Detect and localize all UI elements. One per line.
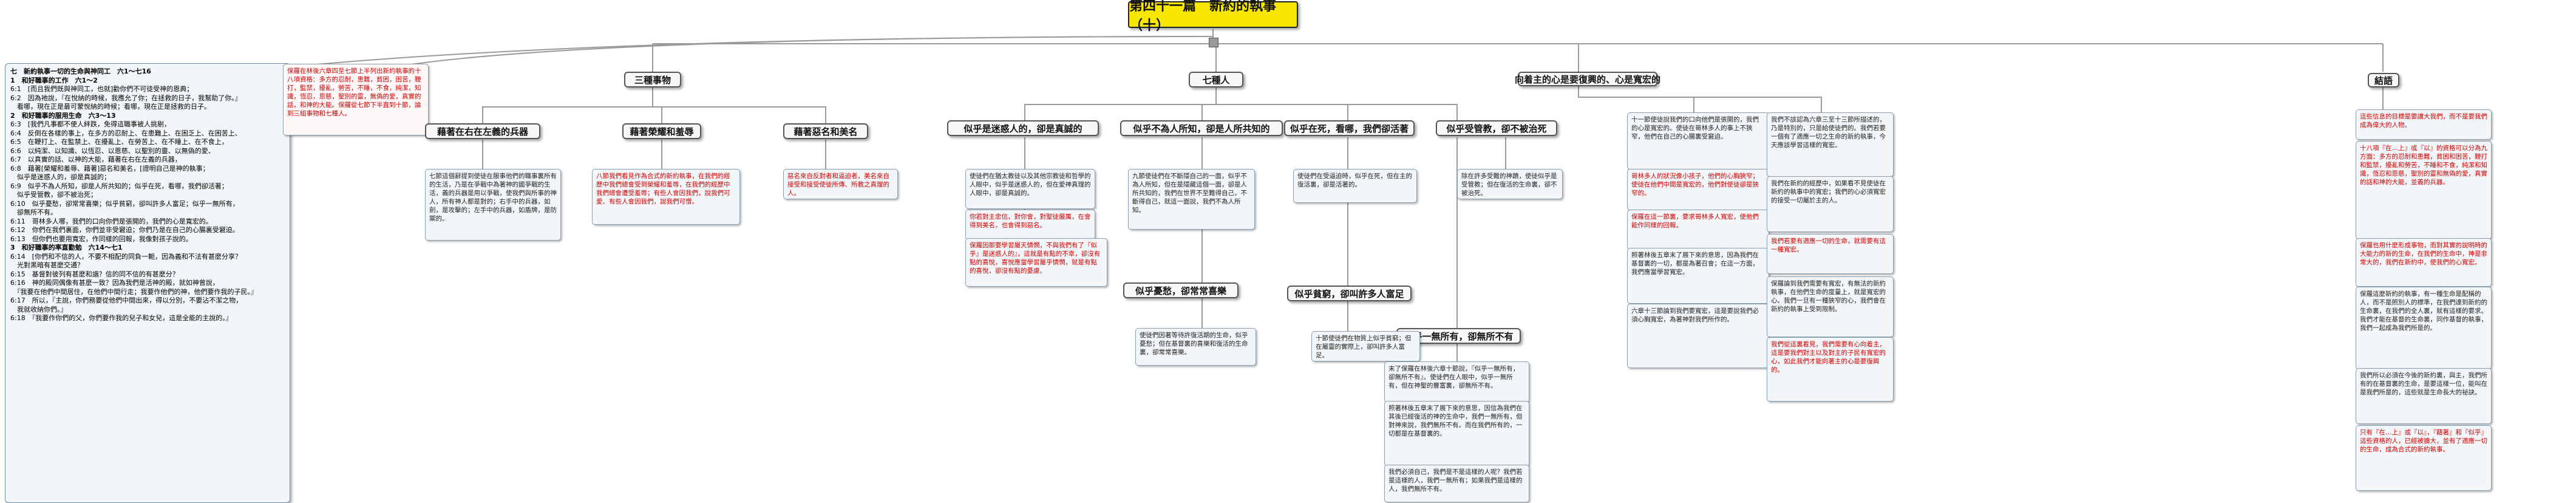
panel-heading: 1 和好職事的工作 六1～2 (10, 76, 98, 84)
panel-verse: 6:5 在鞭打上、在監禁上、在擾亂上、在勞苦上、在不睡上、在不食上， (10, 138, 228, 146)
panel-verse: 6:11 哥林多人哪，我們的口向你們是張開的，我們的心是寬宏的。 (10, 217, 212, 225)
note-concl5: 我們所以必須在今後的新約裏，與主，我們所有的在基督裏的生命，是要這樣一位，能叫在… (2356, 368, 2492, 424)
note-dying: 使徒們在受逼迫時，似乎在死，但在主的復活裏，卻是活著的。 (1293, 169, 1417, 203)
note-deceivers: 使徒們在猶太教徒以及其他宗教徒和哲學的人眼中，似乎是迷惑人的，但在愛神真理的人眼… (965, 169, 1095, 209)
panel-verse: 6:1 [而且我們既與神同工，也就]勸你們不可徒受神的恩典； (10, 85, 194, 93)
panel-verse: 6:4 反倒在各樣的事上，在多方的忍耐上、在患難上、在困乏上、在困苦上、 (10, 129, 242, 137)
panel-verse: 6:3 [我們凡事都不使人絆跌，免得這職事被人挑剔， (10, 120, 171, 128)
panel-verse: 6:12 你們在我們裏面，你們並非受窘迫；你們乃是在自己的心腸裏受窘迫。 (10, 226, 239, 234)
panel-verse: 6:15 基督對彼列有甚麼和諧？信的同不信的有甚麼分？ (10, 270, 179, 278)
panel-verse: 我就收納你們。』 (10, 305, 67, 313)
node-chastened[interactable]: 似乎受管教，卻不被治死 (1436, 120, 1557, 136)
node-weapons[interactable]: 藉著在右在左義的兵器 (425, 123, 540, 139)
panel-verse: 『我要在他們中間居住，在他們中間行走；我要作他們的神，他們要作我的子民。』 (10, 287, 257, 296)
note-turn9: 保羅論到我們需要有寬宏，有無法的新約執事，在他們生命的度量上，就是寬宏的心。我們… (1767, 276, 1894, 337)
note-glory: 八節我們看見作為合式的新約執事，在我們的經歷中我們總會受到榮耀和羞辱，在我們的經… (592, 169, 740, 225)
note-weapons: 七節這個辭提到使徒在服事他們的職事裏所有的生活，乃是在爭戰中為著神的國爭戰的生活… (425, 169, 561, 241)
note-eighteen-qualifications: 保羅在林後六章四至七節上半列出新約執事的十八項資格：多方的忍耐，患難，貧困，困苦… (283, 64, 429, 135)
note-nothing2: 照著林後五章末了展下來的意思，因信為我們在其後已經復活的神的生命中，我們一無所有… (1384, 401, 1529, 467)
panel-verse: 6:14 [你們和不信的人，不要不相配的同負一軛，因為義和不法有甚麼分享？ (10, 252, 242, 261)
panel-heading: 七 新約執事一切的生命與神同工 六1～七16 (10, 67, 151, 75)
note-concl6: 只有『在…上』或『以』，『藉著』和『似乎』這些資格的人，已經被擴大，並有了適應一… (2356, 425, 2492, 491)
note-evil-report: 惡名來自反對者和逼迫者，美名來自接受和接受使徒所傳、所教之真理的人。 (783, 169, 898, 199)
panel-verse: 6:10 似乎憂愁，卻常常喜樂；似乎貧窮，卻叫許多人富足；似乎一無所有， (10, 199, 239, 208)
node-three-things[interactable]: 三種事物 (624, 72, 681, 87)
note-turn4: 照著林後五章末了展下來的意思，因為我們在基督裏的一切，都是為著召會；在這一方面，… (1627, 248, 1769, 304)
note-turn7: 我們在新約的經歷中，如果看不見使徒在新約的執事中的寬宏；我們的心必須寬宏的接受一… (1767, 176, 1894, 232)
panel-verse: 卻無所不有。 (10, 208, 57, 216)
note-sorrow: 保羅因那要學習屬天憐憫，不與我們有了『似乎』是迷惑人的』，這就是有點的不幸，卻沒… (965, 238, 1107, 287)
note-sorrow2: 使徒們因著等待許復活期的生命，似乎憂愁；但在基督裏的喜樂和復活的生命裏，卻常常喜… (1135, 328, 1256, 366)
note-turn6: 我們不該認為六章三至十三節所描述的，乃是特別的，只是給使徒們的。我們若要一個有了… (1767, 112, 1894, 177)
node-turn-to-lord[interactable]: 向着主的心是要復興的、心是寬宏的 (1515, 72, 1660, 86)
note-unknown: 九節使徒們在不斷隱自己的一面，似乎不為人所知，但在是隱藏這個一面，卻是人所共知的… (1128, 169, 1255, 230)
note-deceivers2: 你若對主忠信，對你會，對聖徒嚴厲，在會得到美名，也會得到惡名。 (965, 210, 1095, 240)
note-poor: 十節使徒們在物質上似乎貧窮；但在屬靈的實際上，卻叫許多人富足。 (1311, 331, 1420, 361)
note-turn10: 我們從這裏看見，我們需要有心向着主，這是要我們對主以及對主的子民有寬宏的心，如此… (1767, 337, 1894, 402)
note-nothing3: 我們必須自己，我們是不是這樣的人呢？我們若是這樣的人，我們一無所有；如果我們是這… (1384, 465, 1529, 502)
note-turn1: 十一節使徒說我們的口向他們是張開的，我們的心是寬宏的。使徒在哥林多人的事上不狹窄… (1627, 112, 1769, 169)
root-connector (1209, 38, 1218, 47)
note-nothing: 末了保羅在林後六章十節說，『似乎一無所有，卻無所不有』。使徒們在人眼中，似乎一無… (1384, 361, 1529, 403)
panel-verse: 似乎受管教，卻不被治死； (10, 191, 97, 199)
node-poor-rich[interactable]: 似乎貧窮，卻叫許多人富足 (1287, 286, 1412, 301)
note-concl1: 這些信息的目標是要讓大我們，而不是要我們成為偉大的人物。 (2356, 109, 2492, 140)
note-concl3: 保羅也用什麼形成事物，而對其實的說明時的大能力的新的生命，在我們的生命中，神是非… (2356, 238, 2492, 287)
panel-verse: 6:2 因為祂說，『在悅納的時候，我應允了你；在拯救的日子，我幫助了你。』 (10, 94, 242, 102)
node-deceivers-true[interactable]: 似乎是迷惑人的，卻是真誠的 (947, 120, 1099, 136)
node-sorrowful-rejoicing[interactable]: 似乎憂愁，卻常常喜樂 (1123, 282, 1239, 298)
node-dying-live[interactable]: 似乎在死，看哪，我們卻活著 (1284, 120, 1415, 136)
node-seven-persons[interactable]: 七種人 (1189, 72, 1243, 87)
panel-verse: 看哪，現在正是最可蒙悅納的時候；看哪，現在正是拯救的日子。 (10, 103, 211, 111)
panel-verse: 似乎是迷惑人的，卻是真誠的； (10, 173, 110, 181)
node-unknown-known[interactable]: 似乎不為人所知，卻是人所共知的 (1120, 120, 1283, 136)
panel-heading: 3 和好職事的率直勸勉 六14～七1 (10, 244, 123, 252)
page-title: 第四十一篇 新約的執事（十） (1128, 0, 1298, 33)
panel-verse: 6:13 但你們也要用寬宏，作同樣的回報，我像對孩子說的。 (10, 234, 192, 243)
panel-verse: 6:8 藉著[榮耀和羞辱、藉著]惡名和美名，[證明自己是神的執事； (10, 164, 209, 173)
note-chastened: 除在許多受難的神蹟，使徒似乎是受管教；但在復活的生命裏，卻不被治死。 (1457, 169, 1563, 199)
node-evil-good-report[interactable]: 藉著惡名和美名 (783, 123, 868, 139)
panel-verse: 6:9 似乎不為人所知，卻是人所共知的；似乎在死，看哪，我們卻活著； (10, 182, 228, 190)
note-concl4: 保羅這麼新約的執事，有一種生命是配稱的人，而不是照別人的標準，在我們達到新約的生… (2356, 287, 2492, 369)
note-turn5: 六章十三節論到我們要寬宏，這是要說我們必須心胸寬宏，為著神對我們所作的。 (1627, 304, 1769, 368)
panel-heading: 2 和好職事的服用生命 六3～13 (10, 111, 116, 120)
panel-verse: 光對黑暗有甚麼交通？ (10, 261, 84, 269)
note-concl2: 十八項『在…上』或『以』的資格可以分為九方面：多方的忍耐和患難，貧困和困苦，鞭打… (2356, 141, 2492, 239)
node-conclusion[interactable]: 結語 (2368, 73, 2399, 87)
node-glory-dishonor[interactable]: 藉著榮耀和羞辱 (622, 123, 701, 139)
panel-verse: 6:17 所以，『主說，你們務要從他們中間出來，得以分別，不要沾不潔之物， (10, 296, 243, 304)
panel-verse: 6:6 以純潔、以知識、以恆忍、以恩慈、以聖別的靈、以無偽的愛、 (10, 146, 215, 155)
note-turn2: 哥林多人的狀況像小孩子，他們的心胸狹窄；使徒在他們中間是寬宏的，他們對使徒卻是狹… (1627, 169, 1769, 210)
panel-verse: 6:7 以真實的話、以神的大能，藉著在右在左義的兵器， (10, 156, 182, 163)
note-turn3: 保羅在這一節裏，要求哥林多人寬宏，使他們能作同樣的回報。 (1627, 210, 1769, 250)
panel-verse: 6:18 『我要作你們的父，你們要作我的兒子和女兒，這是全能的主說的。』 (10, 314, 233, 322)
panel-verse: 6:16 神的殿同偶像有甚麼一致？因為我們是活神的殿，就如神曾說， (10, 279, 219, 287)
note-turn8: 我們若要有適應一切的生命，就需要有這一種寬宏。 (1767, 234, 1894, 274)
